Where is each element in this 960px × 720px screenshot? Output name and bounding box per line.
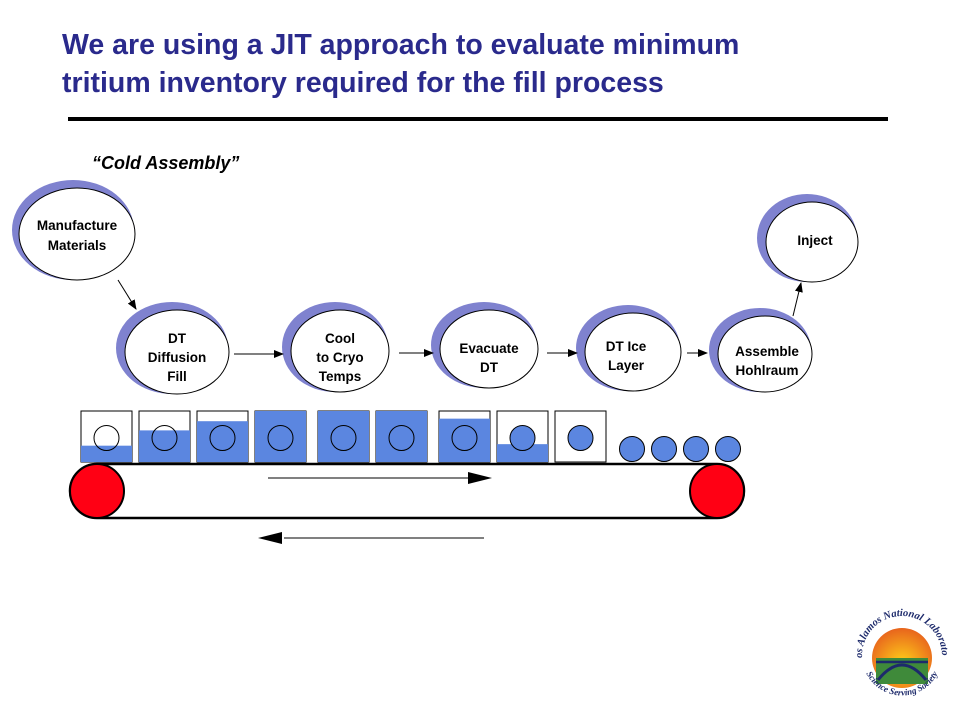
finished-capsule bbox=[651, 436, 677, 462]
node-assemble-line-2: Hohlraum bbox=[735, 363, 798, 378]
node-manufacture-line-1: Manufacture bbox=[37, 218, 118, 233]
node-inject: Inject bbox=[757, 194, 859, 283]
capsule-container bbox=[254, 410, 307, 463]
finished-capsules bbox=[619, 436, 741, 462]
capsule-containers bbox=[80, 410, 607, 463]
capsule bbox=[567, 425, 594, 451]
node-inject-line-1: Inject bbox=[797, 233, 833, 248]
node-assemble-hohlraum: Assemble Hohlraum bbox=[709, 308, 813, 393]
node-dt-ice-layer: DT Ice Layer bbox=[576, 305, 682, 392]
dt-fill-level bbox=[318, 411, 369, 462]
title-line-2: tritium inventory required for the fill … bbox=[62, 67, 664, 99]
capsule bbox=[209, 425, 236, 451]
node-evacuate-dt: Evacuate DT bbox=[431, 302, 539, 389]
finished-capsule bbox=[619, 436, 645, 462]
node-evacuate-line-2: DT bbox=[480, 360, 499, 375]
node-cool-line-1: Cool bbox=[325, 331, 355, 346]
right-roller bbox=[689, 463, 745, 519]
capsule bbox=[93, 425, 120, 451]
dt-fill-level bbox=[255, 411, 306, 462]
node-cool-line-3: Temps bbox=[319, 369, 362, 384]
logo-bridge-arch bbox=[876, 663, 928, 681]
node-manufacture-line-2: Materials bbox=[48, 238, 107, 253]
node-ice-line-1: DT Ice bbox=[606, 339, 647, 354]
finished-capsule bbox=[683, 436, 709, 462]
belt-direction-return-arrowhead bbox=[258, 532, 282, 544]
dt-fill-level bbox=[497, 444, 548, 462]
node-diffusion-line-2: Diffusion bbox=[148, 350, 207, 365]
left-roller bbox=[69, 463, 125, 519]
cold-assembly-label: “Cold Assembly” bbox=[92, 153, 240, 173]
node-diffusion-line-1: DT bbox=[168, 331, 187, 346]
node-ice-line-2: Layer bbox=[608, 358, 645, 373]
capsule-container bbox=[496, 410, 549, 463]
conveyor-belt bbox=[68, 462, 746, 544]
capsule bbox=[267, 425, 294, 451]
belt-loop bbox=[68, 462, 746, 520]
capsule bbox=[151, 425, 178, 451]
capsule-container bbox=[438, 410, 491, 463]
capsule bbox=[330, 425, 357, 451]
node-dt-diffusion-fill: DT Diffusion Fill bbox=[116, 302, 230, 395]
title-line-1: We are using a JIT approach to evaluate … bbox=[62, 29, 740, 61]
node-assemble-line-1: Assemble bbox=[735, 344, 799, 359]
capsule-container bbox=[196, 410, 249, 463]
dt-fill-level bbox=[376, 411, 427, 462]
finished-capsule bbox=[715, 436, 741, 462]
capsule-container bbox=[138, 410, 191, 463]
capsule-container bbox=[317, 410, 370, 463]
dt-fill-level bbox=[197, 421, 248, 462]
node-evacuate-line-1: Evacuate bbox=[459, 341, 519, 356]
capsule bbox=[451, 425, 478, 451]
arrow-assemble-to-inject bbox=[792, 282, 803, 317]
dt-fill-level bbox=[81, 445, 132, 462]
title-divider bbox=[68, 117, 888, 121]
capsule-container bbox=[80, 410, 133, 463]
dt-fill-level bbox=[139, 430, 190, 462]
capsule-container bbox=[554, 410, 607, 463]
lanl-logo: Los Alamos National Laboratory Science S… bbox=[848, 590, 950, 698]
capsule bbox=[388, 425, 415, 451]
node-diffusion-line-3: Fill bbox=[167, 369, 187, 384]
belt-direction-forward-arrowhead bbox=[468, 472, 492, 484]
slide-title: We are using a JIT approach to evaluate … bbox=[62, 26, 922, 102]
node-cool-line-2: to Cryo bbox=[316, 350, 363, 365]
capsule-container bbox=[375, 410, 428, 463]
node-cool-to-cryo-temps: Cool to Cryo Temps bbox=[282, 302, 390, 393]
node-manufacture-materials: Manufacture Materials bbox=[12, 180, 136, 281]
capsule bbox=[509, 425, 536, 451]
arrow-manufacture-to-diffusion bbox=[117, 279, 137, 310]
